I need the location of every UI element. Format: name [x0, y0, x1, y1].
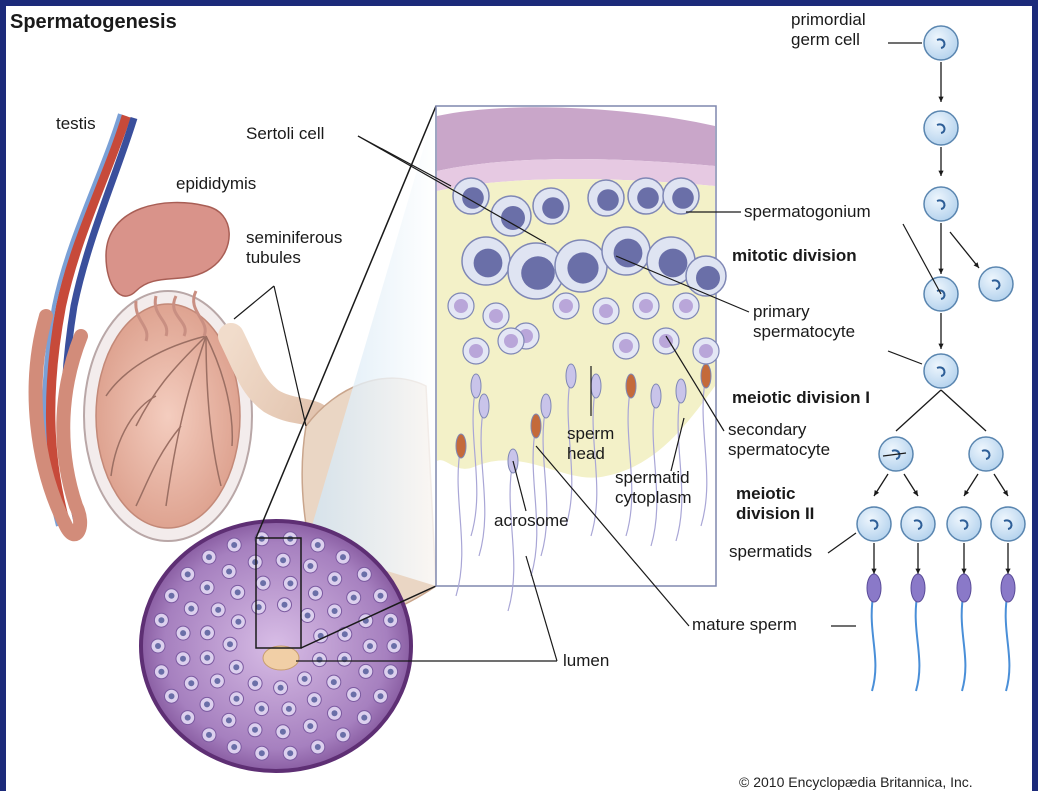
lineage-cell [979, 267, 1013, 301]
spermatid-head [566, 364, 576, 388]
label-spermatids: spermatids [729, 542, 812, 562]
label-sperm-head: sperm head [567, 424, 614, 464]
spermatid-cell [947, 507, 981, 541]
label-meiotic-division-2: meiotic division II [736, 484, 814, 524]
sperm-tail [1006, 591, 1010, 691]
spermatid-head [471, 374, 481, 398]
spermatid-head [651, 384, 661, 408]
sperm-head [867, 574, 881, 602]
label-epididymis: epididymis [176, 174, 256, 194]
spermatid-head [456, 434, 466, 458]
primordial-germ-cell [924, 26, 958, 60]
sperm-tail [916, 591, 920, 691]
lumen-area [263, 646, 299, 670]
sperm-tail [872, 591, 876, 691]
spermatid-head [626, 374, 636, 398]
label-spermatogonium: spermatogonium [744, 202, 871, 222]
spermatid-head [591, 374, 601, 398]
diagram-art [6, 6, 1032, 791]
label-lumen: lumen [563, 651, 609, 671]
spermatid-head [531, 414, 541, 438]
label-spermatid-cytoplasm: spermatid cytoplasm [615, 468, 692, 508]
diagram-canvas: Spermatogenesis testis epididymis semini… [6, 6, 1032, 791]
lineage-column [857, 26, 1025, 691]
tubule-cross-section [141, 521, 411, 771]
label-seminiferous-tubules: seminiferous tubules [246, 228, 342, 268]
label-primary-spermatocyte: primary spermatocyte [753, 302, 855, 342]
spermatid-cell [991, 507, 1025, 541]
zoom-projection [306, 106, 436, 586]
copyright-credit: © 2010 Encyclopædia Britannica, Inc. [739, 772, 973, 791]
spermatid-cell [901, 507, 935, 541]
secondary-spermatocyte-cell [969, 437, 1003, 471]
label-secondary-spermatocyte: secondary spermatocyte [728, 420, 830, 460]
inset-closeup [436, 106, 726, 611]
label-meiotic-division-1: meiotic division I [732, 388, 870, 408]
spermatid-head [676, 379, 686, 403]
epididymis-shape [106, 203, 229, 297]
label-primordial-germ-cell: primordial germ cell [791, 10, 866, 50]
sperm-head [911, 574, 925, 602]
label-acrosome: acrosome [494, 511, 569, 531]
sperm-head [1001, 574, 1015, 602]
lineage-cell [924, 111, 958, 145]
diagram-title: Spermatogenesis [10, 12, 177, 32]
spermatogonium-cell [924, 187, 958, 221]
sperm-head [957, 574, 971, 602]
label-sertoli-cell: Sertoli cell [246, 124, 324, 144]
spermatid-head [701, 364, 711, 388]
label-mature-sperm: mature sperm [692, 615, 797, 635]
label-testis: testis [56, 114, 96, 134]
sperm-tail [962, 591, 966, 691]
spermatid-cell [857, 507, 891, 541]
spermatid-head [541, 394, 551, 418]
primary-spermatocyte-cell [924, 354, 958, 388]
label-mitotic-division: mitotic division [732, 246, 857, 266]
spermatid-head [479, 394, 489, 418]
